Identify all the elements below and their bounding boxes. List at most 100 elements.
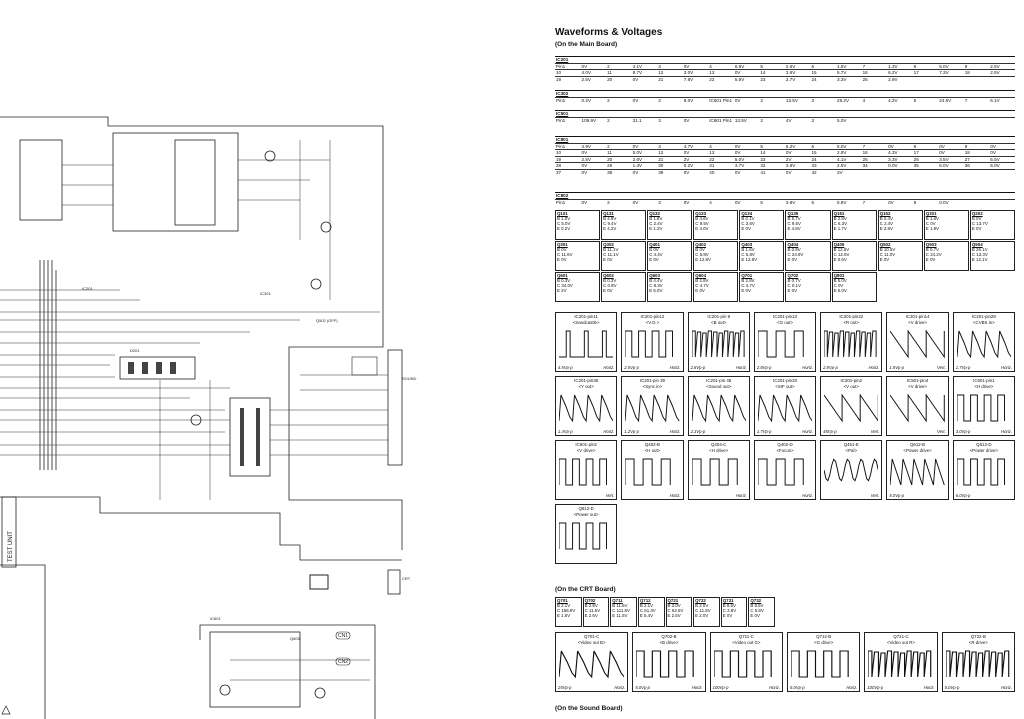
ic-cell: 5.2V — [784, 142, 811, 150]
transistor-name: Q504 — [971, 242, 983, 247]
waveform-trace — [625, 394, 680, 423]
page-title: Waveforms & Voltages — [555, 27, 663, 38]
transistor-name: Q721 — [667, 598, 679, 603]
ic-name: IC501 — [555, 110, 1015, 118]
waveform-trace — [636, 650, 695, 678]
ic-cell: 5.0V — [836, 116, 862, 124]
ic-cell: 5.0V — [989, 162, 1015, 170]
waveform-label: IC201-pin 39 — [639, 378, 665, 383]
waveform-line — [824, 330, 877, 358]
ic-cell: 0V — [631, 198, 658, 206]
waveform-amplitude: 4.5Vp-p — [558, 365, 573, 370]
waveform-footer: 4.5Vp-p Horiz. — [558, 365, 614, 370]
transistor-voltage: E 0V — [787, 288, 798, 293]
waveform-signal: <SIF out> — [775, 384, 795, 389]
transistor-voltage: E 0V — [722, 613, 733, 618]
ic-cell: 3.5V — [938, 155, 964, 163]
waveform-scale: Horiz. — [669, 493, 681, 498]
ic-cell: 0.0V — [938, 198, 964, 206]
ic-cell: 10 — [555, 149, 581, 157]
transistor-name: Q731 — [722, 598, 734, 603]
waveform-label: IC201-pin13 — [773, 314, 797, 319]
ic-cell: 0V — [733, 149, 760, 157]
ic-cell: 3 — [657, 142, 683, 150]
waveform-scale: Horiz. — [614, 685, 626, 690]
transistor-voltage: E 0V — [695, 288, 705, 293]
ic-cell: 0V — [733, 198, 760, 206]
ic-cell: Pin1 — [555, 142, 581, 150]
transistor-voltage: E 2V — [557, 288, 567, 293]
waveform-line — [559, 394, 614, 423]
ic-cell: 8 — [912, 198, 939, 206]
waveform-trace — [691, 330, 745, 358]
transistor-voltage: C 5.0V — [557, 221, 571, 226]
ic-cell: 21 — [657, 75, 683, 83]
transistor-voltage: C 3.8V — [722, 608, 737, 613]
transistor-name: Q301 — [557, 242, 568, 247]
waveform-line — [691, 330, 745, 358]
transistor-voltage: E 2.0V — [695, 613, 709, 618]
transistor-voltage: B 2.1V — [639, 603, 654, 608]
ic-cell: 4.3V — [887, 149, 913, 157]
ic-cell: 2.5V — [989, 62, 1015, 70]
waveform-label: Q402-D — [777, 442, 793, 447]
waveform-label: IC201-pin33 — [773, 378, 797, 383]
waveform-signal: <Sync in> — [642, 384, 663, 389]
transistor-voltage: C 12.6V — [833, 252, 850, 257]
ic-cell: 16 — [861, 69, 888, 77]
transistor-name: Q732 — [750, 598, 762, 603]
ic-cell: 2.5V — [580, 155, 607, 163]
ic-cell: 0V — [784, 168, 811, 176]
transistor-name: Q604 — [695, 273, 707, 278]
transistor-voltage: C 24.9V — [787, 252, 804, 257]
ic-cell: IC601 Pin1 — [708, 96, 734, 104]
waveform-signal: <Y out> — [578, 384, 594, 389]
waveform-label: Q451-E — [843, 442, 859, 447]
transistor-voltage: B 0V — [695, 247, 705, 252]
ic-cell — [887, 116, 913, 124]
svg-text:IC601: IC601 — [210, 616, 221, 621]
transistor-voltage: C 11.8V — [695, 608, 711, 613]
transistor-name: Q151 — [833, 211, 845, 216]
ic-cell: 13.5V — [784, 96, 811, 104]
ic-cell: 6.0V — [938, 162, 964, 170]
ic-cell: 9 — [963, 142, 990, 150]
waveform-scale: Vert. — [870, 429, 880, 434]
waveform-signal: <Power out> — [573, 512, 599, 517]
ic-cell: 27 — [963, 155, 990, 163]
ic-cell: 0V — [733, 69, 760, 77]
transistor-voltage: C 62.5V — [667, 608, 684, 613]
waveform-scale: Horiz. — [603, 365, 615, 370]
ic-cell: 21 — [657, 155, 683, 163]
ic-cell: 23 — [759, 155, 785, 163]
ic-cell: 2V — [682, 155, 709, 163]
transistor-voltage: E 5.4V — [639, 613, 654, 618]
waveform-scale: Horiz. — [802, 365, 814, 370]
ic-table-header: IC302 — [555, 90, 1015, 98]
transistor-voltage: B 2.8V — [833, 216, 847, 221]
ic-cell: 5 — [759, 142, 785, 150]
ic-cell: 5 — [759, 62, 785, 70]
transistor-voltage: C 61.3V — [639, 608, 656, 613]
transistor-voltage: E 4.8V — [787, 226, 801, 231]
waveform-footer: 6.0Vp-p — [956, 493, 1012, 498]
transistor-voltage: C 2.4V — [879, 221, 894, 226]
transistor-voltage: E 2.9V — [879, 226, 893, 231]
waveform-amplitude: 100Vp-p — [867, 685, 884, 690]
transistor-voltage: C 5.8V — [741, 252, 755, 257]
ic-cell: 40 — [708, 168, 734, 176]
ic-cell: 8.7V — [631, 69, 658, 77]
waveform-label: Q402-B — [644, 442, 660, 447]
waveform-trace — [691, 458, 738, 486]
